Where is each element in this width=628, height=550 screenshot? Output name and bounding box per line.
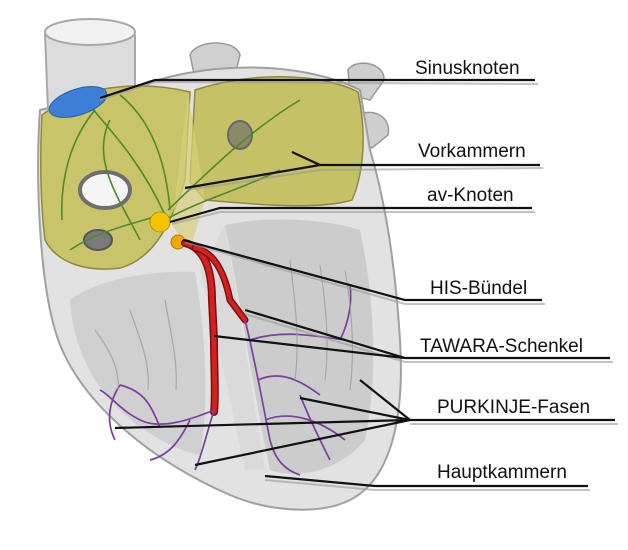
labels: Sinusknoten Vorkammern av-Knoten HIS-Bün… [415, 58, 590, 483]
nerve-fibers [60, 94, 301, 251]
his-bundle [181, 239, 249, 416]
leader-vorkammern [184, 151, 544, 191]
label-his-buendel: HIS-Bündel [430, 278, 527, 299]
atrium-opening-lower [83, 229, 113, 251]
leader-av-knoten [169, 206, 535, 225]
label-purkinje-fasen: PURKINJE-Fasen [437, 397, 590, 418]
leader-tawara [213, 308, 613, 363]
heart-illustration [37, 18, 402, 511]
label-sinusknoten: Sinusknoten [415, 58, 520, 79]
vena-cava-opening [44, 18, 136, 46]
label-vorkammern: Vorkammern [418, 141, 526, 162]
leader-sinusknoten [99, 78, 539, 101]
ventricular-septum [200, 225, 265, 470]
label-tawara-schenkel: TAWARA-Schenkel [420, 336, 583, 357]
av-node [149, 211, 171, 233]
ventricle-left-cavity [70, 271, 206, 455]
atrium-opening-right [227, 120, 253, 150]
label-av-knoten: av-Knoten [427, 185, 514, 206]
leader-his-buendel [182, 238, 545, 305]
leader-purkinje [114, 379, 618, 467]
label-hauptkammern: Hauptkammern [437, 462, 567, 483]
atrium-right [189, 76, 364, 207]
leader-lines [99, 78, 618, 491]
atrial-septum [172, 92, 205, 250]
leader-hauptkammern [264, 474, 590, 491]
sinus-node [48, 86, 108, 118]
atrium-opening-upper [78, 170, 132, 210]
